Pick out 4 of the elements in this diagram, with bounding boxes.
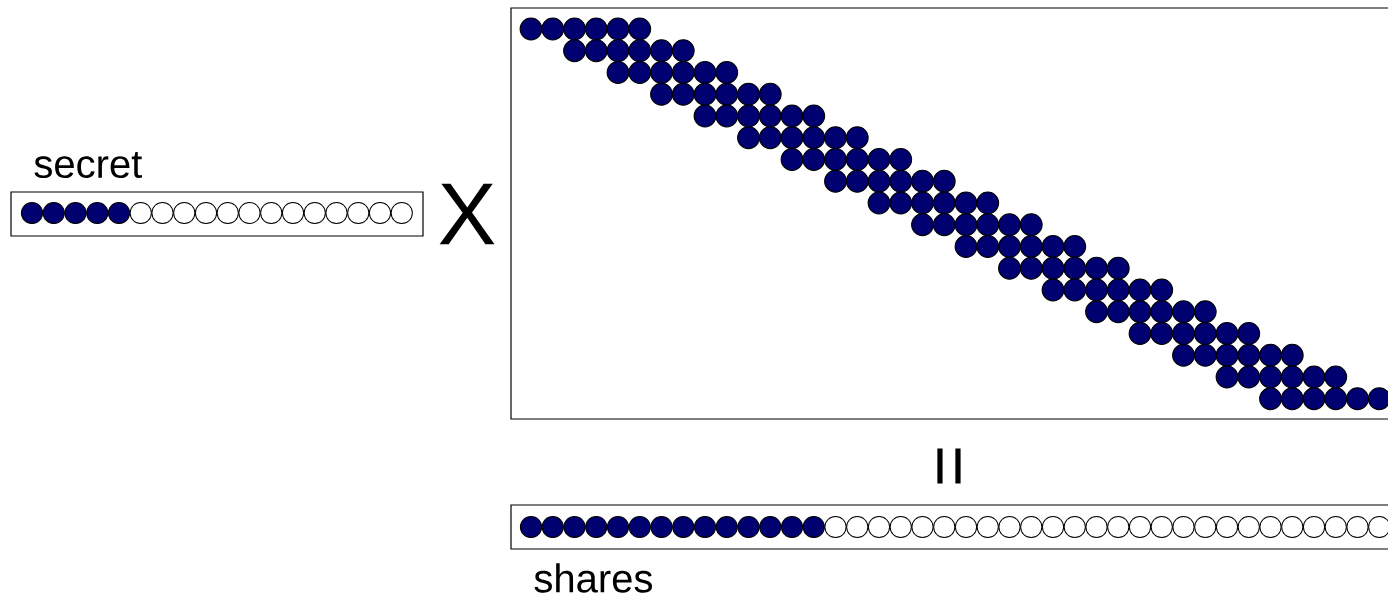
- multiplication-sign: X: [439, 183, 495, 245]
- vector-label: shares: [534, 563, 652, 593]
- equals-sign: =: [937, 448, 961, 484]
- vector-label: secret: [34, 151, 142, 179]
